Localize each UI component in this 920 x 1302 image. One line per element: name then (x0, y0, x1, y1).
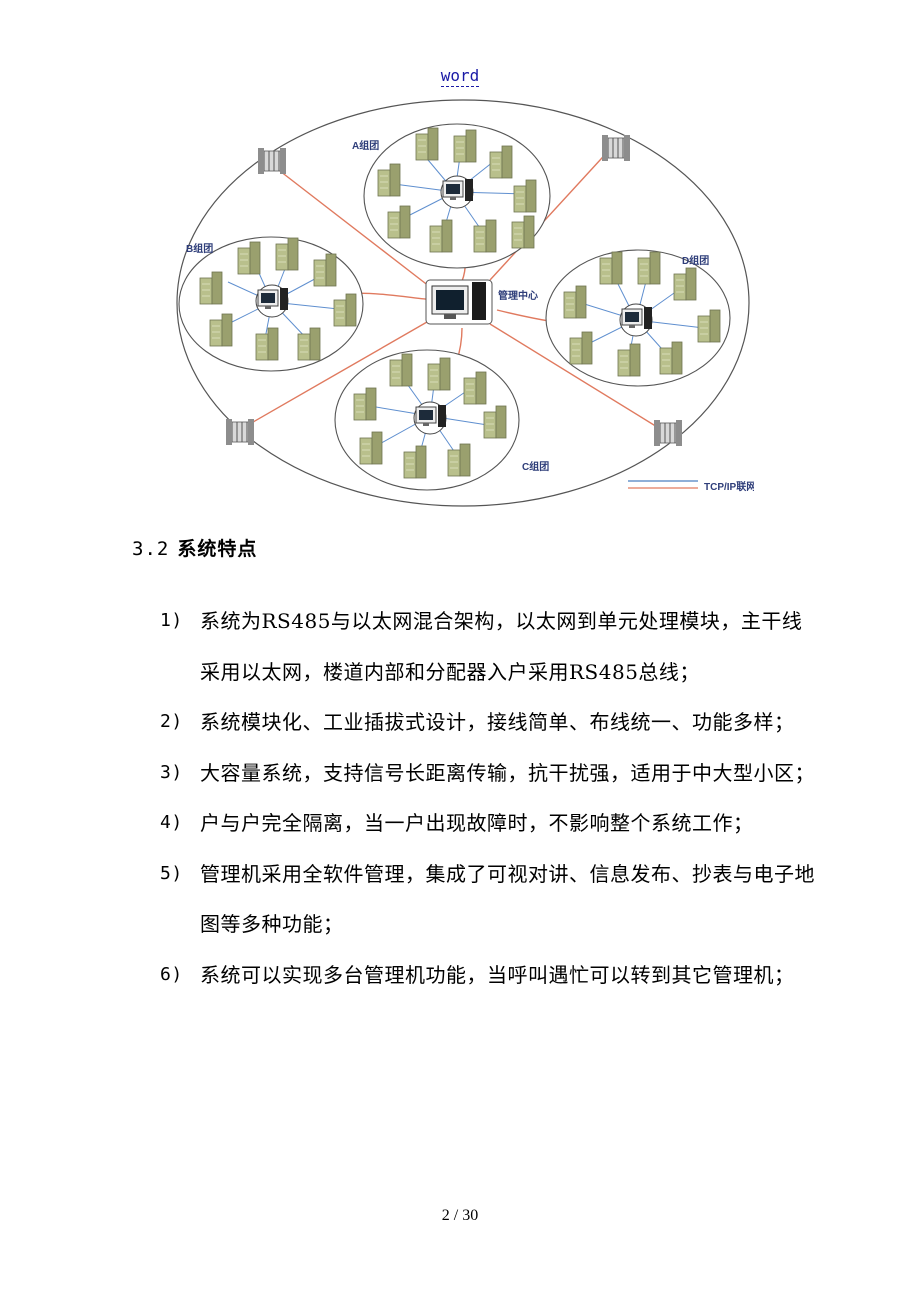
section-number: 3.2 (132, 538, 170, 560)
list-marker: 3) (160, 761, 183, 783)
gate-icon-bottom-right (653, 419, 683, 447)
list-item: 2) 系统模块化、工业插拔式设计，接线简单、布线统一、功能多样； (160, 697, 820, 748)
group-B-label: B组团 (186, 242, 213, 255)
header-link-text[interactable]: word (440, 66, 480, 87)
list-item-text: 户与户完全隔离，当一户出现故障时，不影响整个系统工作； (200, 811, 754, 835)
list-item-text: 系统为RS485与以太网混合架构，以太网到单元处理模块，主干线采用以太网，楼道内… (200, 609, 803, 684)
list-marker: 1) (160, 610, 183, 631)
group-A-label: A组团 (352, 139, 379, 152)
features-list: 1) 系统为RS485与以太网混合架构，以太网到单元处理模块，主干线采用以太网，… (160, 596, 820, 1000)
header-word-link[interactable]: word (0, 66, 920, 87)
group-D-label: D组团 (682, 254, 709, 267)
topology-svg: A组团 B组团 (176, 99, 754, 507)
list-item-text: 管理机采用全软件管理，集成了可视对讲、信息发布、抄表与电子地图等多种功能； (200, 861, 815, 937)
list-item: 4) 户与户完全隔离，当一户出现故障时，不影响整个系统工作； (160, 798, 820, 849)
list-item: 1) 系统为RS485与以太网混合架构，以太网到单元处理模块，主干线采用以太网，… (160, 596, 820, 697)
legend: TCP/IP联网线 (628, 480, 754, 493)
page-number: 2 / 30 (441, 1207, 479, 1224)
list-marker: 6) (160, 963, 183, 985)
center-label: 管理中心 (498, 289, 538, 302)
gate-icon-bottom-left (225, 418, 255, 446)
network-topology-diagram: A组团 B组团 (172, 96, 754, 510)
gate-icon-top-right (601, 134, 631, 162)
list-marker: 4) (160, 812, 183, 833)
section-title-text: 系统特点 (177, 538, 258, 560)
outer-community-boundary (176, 99, 750, 507)
management-center: 管理中心 (425, 279, 538, 325)
list-item-text: 系统可以实现多台管理机功能，当呼叫遇忙可以转到其它管理机； (200, 962, 795, 987)
section-heading: 3.2 系统特点 (132, 534, 257, 561)
list-item: 6) 系统可以实现多台管理机功能，当呼叫遇忙可以转到其它管理机； (160, 950, 820, 1001)
group-D: D组团 (545, 249, 731, 387)
legend-label: TCP/IP联网线 (704, 480, 754, 493)
list-item-text: 大容量系统，支持信号长距离传输，抗干扰强，适用于中大型小区； (200, 760, 815, 785)
list-item: 5) 管理机采用全软件管理，集成了可视对讲、信息发布、抄表与电子地图等多种功能； (160, 849, 820, 950)
group-A: A组团 (352, 123, 551, 269)
group-C-label: C组团 (522, 460, 549, 473)
group-C: C组团 (334, 349, 549, 491)
gate-icon-top-left (257, 147, 287, 175)
list-marker: 5) (160, 862, 183, 884)
list-item: 3) 大容量系统，支持信号长距离传输，抗干扰强，适用于中大型小区； (160, 748, 820, 799)
list-marker: 2) (160, 711, 183, 732)
group-B: B组团 (178, 236, 364, 372)
list-item-text: 系统模块化、工业插拔式设计，接线简单、布线统一、功能多样； (200, 710, 795, 734)
